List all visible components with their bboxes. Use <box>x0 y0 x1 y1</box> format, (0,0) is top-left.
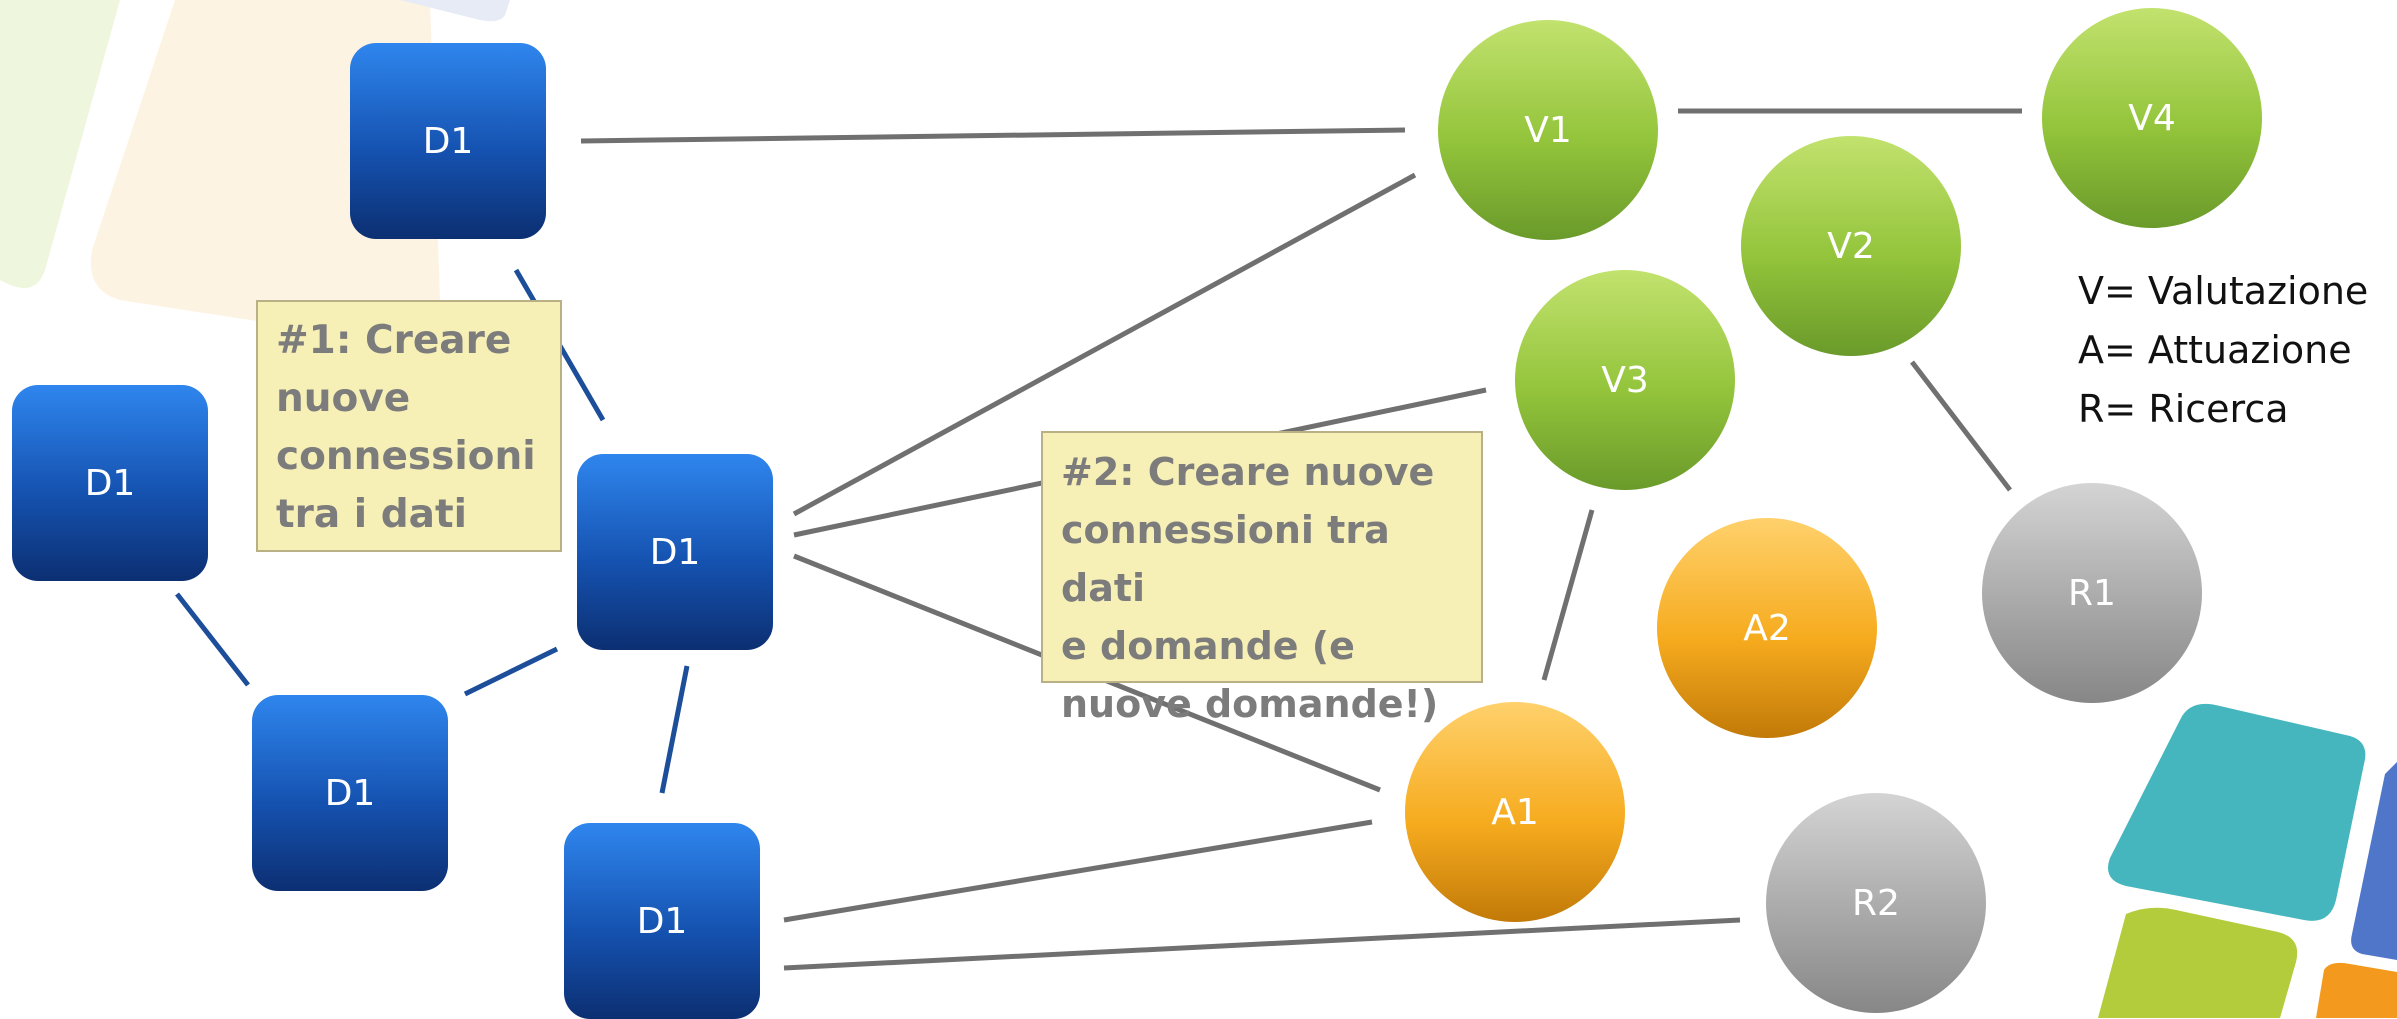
question-node-r1: R1 <box>1982 483 2202 703</box>
note1-line3: connessioni <box>276 434 536 479</box>
note2-line3: e domande (e <box>1061 624 1355 668</box>
edge-v2-r1 <box>1910 360 2012 492</box>
legend-ricerca: R= Ricerca <box>2078 387 2289 431</box>
question-node-r2: R2 <box>1766 793 1986 1013</box>
note2-line1: #2: Creare nuove <box>1061 450 1435 494</box>
edge-d1center-v1 <box>792 172 1417 517</box>
data-node-d1-bottom: D1 <box>564 823 760 1019</box>
question-node-v3: V3 <box>1515 270 1735 490</box>
note1-line2: nuove <box>276 376 411 421</box>
edge-v3-a1 <box>1541 509 1595 681</box>
edge-d1bottom-r2 <box>783 917 1741 971</box>
note-create-question-connections: #2: Creare nuove connessioni tra dati e … <box>1041 431 1483 726</box>
data-node-d1-left: D1 <box>12 385 208 581</box>
note2-line2: connessioni tra dati <box>1061 508 1390 610</box>
note1-line4: tra i dati <box>276 492 467 537</box>
question-node-v1: V1 <box>1438 20 1658 240</box>
legend: V= Valutazione A= Attuazione R= Ricerca <box>2078 262 2368 439</box>
decorative-shapes-bottom-right <box>2098 703 2397 1018</box>
question-node-a2: A2 <box>1657 518 1877 738</box>
edge-d1left-d1lower <box>175 592 250 687</box>
data-node-d1-lower: D1 <box>252 695 448 891</box>
data-node-d1-center: D1 <box>577 454 773 650</box>
note1-line1: #1: Creare <box>276 318 512 363</box>
note2-line4: nuove domande!) <box>1061 682 1439 726</box>
edge-d1bottom-a1 <box>783 819 1373 923</box>
edge-d1center-d1bottom <box>659 665 690 794</box>
question-node-a1: A1 <box>1405 702 1625 922</box>
edge-d1lower-d1center <box>463 646 559 697</box>
note-create-data-connections: #1: Creare nuove connessioni tra i dati <box>256 300 562 552</box>
legend-valutazione: V= Valutazione <box>2078 269 2369 313</box>
edge-d1top-v1 <box>580 127 1406 144</box>
question-node-v4: V4 <box>2042 8 2262 228</box>
question-node-v2: V2 <box>1741 136 1961 356</box>
data-node-d1-top: D1 <box>350 43 546 239</box>
legend-attuazione: A= Attuazione <box>2078 328 2352 372</box>
